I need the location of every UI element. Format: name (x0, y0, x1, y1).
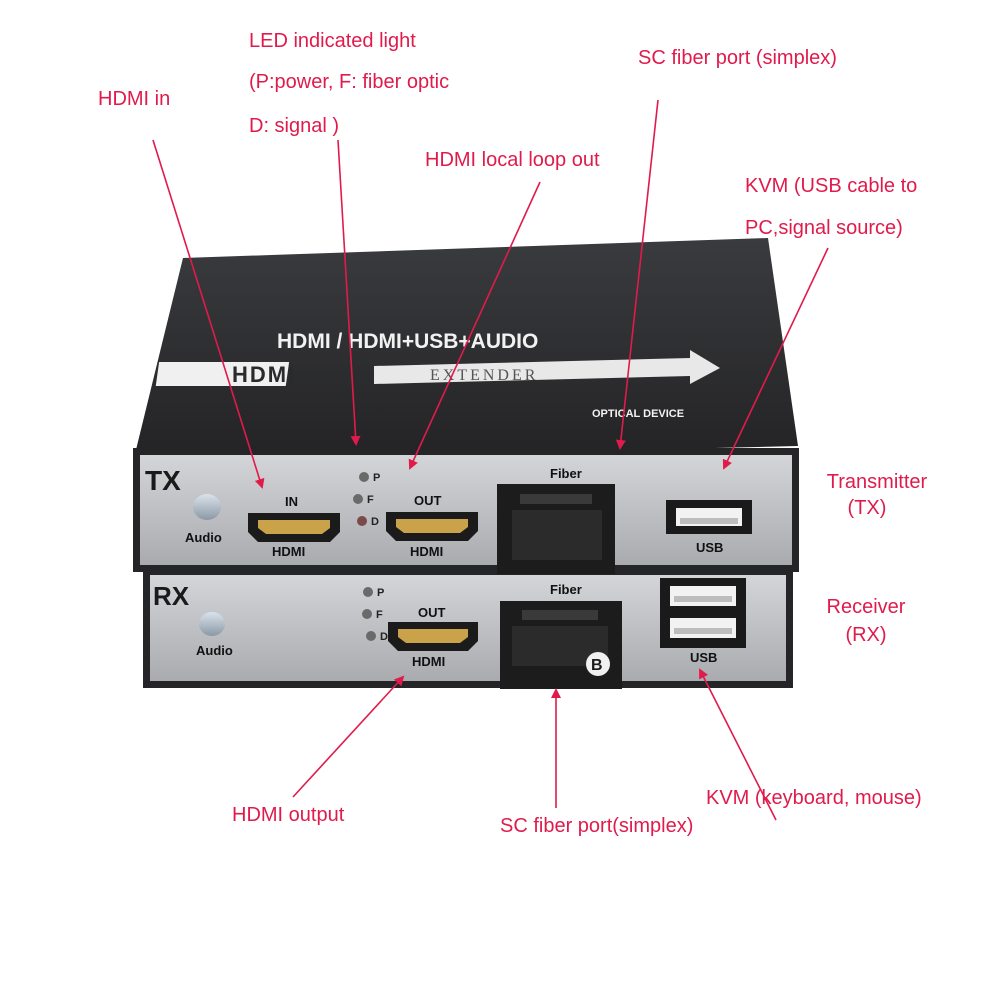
tx-audio-label: Audio (185, 530, 222, 545)
rx-hdmi-out-top-label: OUT (418, 605, 446, 620)
callout-hdmi-loop: HDMI local loop out (425, 149, 600, 171)
rx-audio-label: Audio (196, 643, 233, 658)
callout-transmitter-line2: (TX) (847, 497, 887, 519)
rx-audio-button[interactable] (199, 612, 225, 636)
top-title-text: HDMI / HDMI+USB+AUDIO (277, 330, 538, 353)
svg-text:F: F (367, 494, 374, 506)
tx-usb-port[interactable] (666, 500, 752, 534)
callout-receiver-line2: (RX) (845, 624, 887, 646)
rx-led-d (366, 631, 376, 641)
rx-usb-label: USB (690, 650, 717, 665)
tx-fiber-label: Fiber (550, 466, 582, 481)
callout-hdmi-in: HDMI in (98, 88, 171, 110)
svg-text:D: D (380, 631, 388, 643)
rx-hdmi-out-port[interactable] (388, 622, 478, 651)
callout-sc-fiber-bottom: SC fiber port(simplex) (500, 815, 694, 837)
hdmi-logo: HDMI (155, 362, 296, 387)
tx-hdmi-in-port[interactable] (248, 513, 340, 542)
svg-text:B: B (591, 657, 603, 674)
rx-fiber-label: Fiber (550, 582, 582, 597)
tx-hdmi-out-port[interactable] (386, 512, 478, 541)
tx-audio-button[interactable] (193, 494, 221, 520)
svg-text:P: P (377, 587, 384, 599)
callout-kvm-keyboard: KVM (keyboard, mouse) (706, 787, 922, 809)
rx-usb-port[interactable] (660, 578, 746, 648)
tx-usb-label: USB (696, 540, 723, 555)
tx-sc-fiber-port[interactable] (497, 484, 615, 574)
optical-device-text: OPTICAL DEVICE (592, 408, 684, 420)
rx-led-f (362, 609, 372, 619)
callout-receiver-line1: Receiver (826, 596, 906, 618)
rx-hdmi-out-bottom-label: HDMI (412, 654, 445, 669)
svg-text:D: D (371, 516, 379, 528)
tx-hdmi-out-bottom-label: HDMI (410, 544, 443, 559)
tx-led-f (353, 494, 363, 504)
svg-text:HDMI: HDMI (232, 362, 296, 387)
tx-hdmi-out-top-label: OUT (414, 493, 442, 508)
tx-hdmi-in-top-label: IN (285, 494, 298, 509)
rx-led-p (363, 587, 373, 597)
rx-sc-fiber-port[interactable] (500, 601, 622, 689)
callout-transmitter-line1: Transmitter (826, 471, 928, 493)
callout-led-line3: D: signal ) (249, 115, 340, 137)
callout-sc-fiber-top: SC fiber port (simplex) (638, 47, 837, 69)
svg-text:EXTENDER: EXTENDER (430, 367, 538, 384)
rx-label: RX (153, 581, 190, 611)
callout-led-line1: LED indicated light (249, 30, 416, 52)
callout-kvm-usb-line2: PC,signal source) (745, 217, 903, 239)
callout-kvm-usb-line1: KVM (USB cable to (745, 175, 918, 197)
svg-text:P: P (373, 472, 380, 484)
tx-led-group: P F D (353, 472, 380, 528)
svg-text:F: F (376, 609, 383, 621)
rx-fiber-badge: B (586, 652, 610, 676)
tx-label: TX (145, 465, 181, 496)
callout-hdmi-output: HDMI output (232, 804, 345, 826)
tx-led-d (357, 516, 367, 526)
callout-led-line2: (P:power, F: fiber optic (249, 71, 450, 93)
tx-hdmi-in-bottom-label: HDMI (272, 544, 305, 559)
tx-led-p (359, 472, 369, 482)
rx-led-group: P F D (362, 587, 388, 643)
